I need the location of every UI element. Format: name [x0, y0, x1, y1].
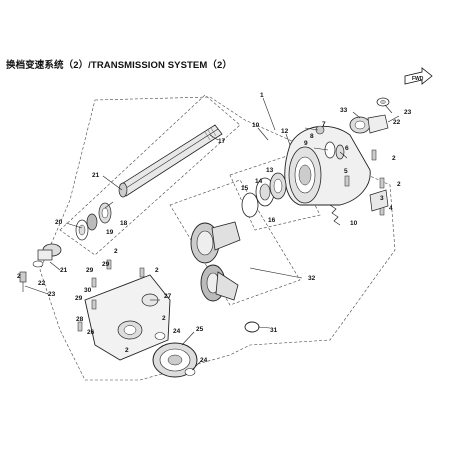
callout-26: 26	[87, 329, 95, 336]
leader-lines	[24, 97, 400, 371]
callout-19: 20	[55, 219, 63, 226]
callout-9: 9	[304, 140, 308, 147]
gear-case-housing	[284, 125, 371, 206]
callout-6: 6	[345, 145, 349, 152]
callout-22b: 22	[38, 280, 46, 287]
callout-16: 17	[218, 138, 226, 145]
diagram-title: 换档变速系统（2）/TRANSMISSION SYSTEM（2）	[6, 60, 232, 71]
callout-15: 16	[268, 217, 276, 224]
callout-24b: 24	[200, 357, 208, 364]
callout-18: 19	[106, 229, 114, 236]
callout-2b: 2	[397, 181, 401, 188]
shaft-group-frame	[59, 94, 241, 256]
washer-23	[376, 97, 390, 107]
pinion-cap	[349, 114, 389, 134]
callout-24a: 24	[173, 328, 181, 335]
bevel-gear-upper	[190, 221, 241, 264]
callout-2g: 2	[162, 315, 166, 322]
callout-12: 13	[266, 167, 274, 174]
callout-27: 27	[164, 293, 172, 300]
callout-33: 33	[340, 107, 348, 114]
callout-11: 12	[281, 128, 289, 135]
gear-group-frame	[169, 179, 301, 306]
bolt-left	[19, 271, 27, 292]
callout-13: 14	[255, 178, 263, 185]
callout-31: 31	[270, 327, 278, 334]
callout-2d: 2	[155, 267, 159, 274]
fwd-label: FWD	[412, 76, 424, 82]
callout-32: 32	[308, 275, 316, 282]
callout-1: 1	[260, 92, 264, 99]
callout-2e: 2	[114, 248, 118, 255]
callout-8: 8	[310, 133, 314, 140]
callout-29b: 29	[102, 261, 110, 268]
callout-10b: 10	[350, 220, 358, 227]
callout-7: 7	[322, 121, 326, 128]
callout-25: 25	[196, 326, 204, 333]
spring-10	[329, 204, 341, 226]
output-flange	[32, 243, 62, 268]
callout-21: 21	[60, 267, 68, 274]
bearing-set	[241, 172, 287, 218]
bolts	[77, 149, 385, 332]
callout-30: 30	[84, 287, 92, 294]
bracket-4	[369, 189, 389, 212]
callout-23b: 23	[48, 291, 56, 298]
callout-23a: 23	[404, 109, 412, 116]
callout-5: 5	[344, 168, 348, 175]
main-frame	[39, 96, 396, 381]
output-shaft	[118, 124, 223, 198]
callout-20: 21	[92, 172, 100, 179]
callout-labels: 1 10 12 9 8 7 6 33 23 22 2 5 2 3 4 10 13…	[17, 92, 412, 364]
snap-ring-31	[244, 321, 260, 333]
fwd-arrow-icon: FWD	[404, 67, 433, 85]
ring-gear	[152, 342, 198, 378]
callout-22: 22	[393, 119, 401, 126]
callout-29c: 29	[75, 295, 83, 302]
callout-28: 28	[76, 316, 84, 323]
washer-24b	[184, 368, 196, 376]
transmission-case	[84, 274, 171, 361]
callout-4: 4	[389, 205, 393, 212]
callout-3: 3	[380, 195, 384, 202]
bevel-gear-lower	[200, 264, 239, 302]
callout-2f: 2	[125, 347, 129, 354]
washer-24a	[154, 332, 166, 340]
callout-29a: 29	[86, 267, 94, 274]
callout-17: 18	[120, 220, 128, 227]
callout-2c: 2	[17, 273, 21, 280]
callout-10a: 10	[252, 122, 260, 129]
callout-14: 15	[241, 185, 249, 192]
callout-2a: 2	[392, 155, 396, 162]
